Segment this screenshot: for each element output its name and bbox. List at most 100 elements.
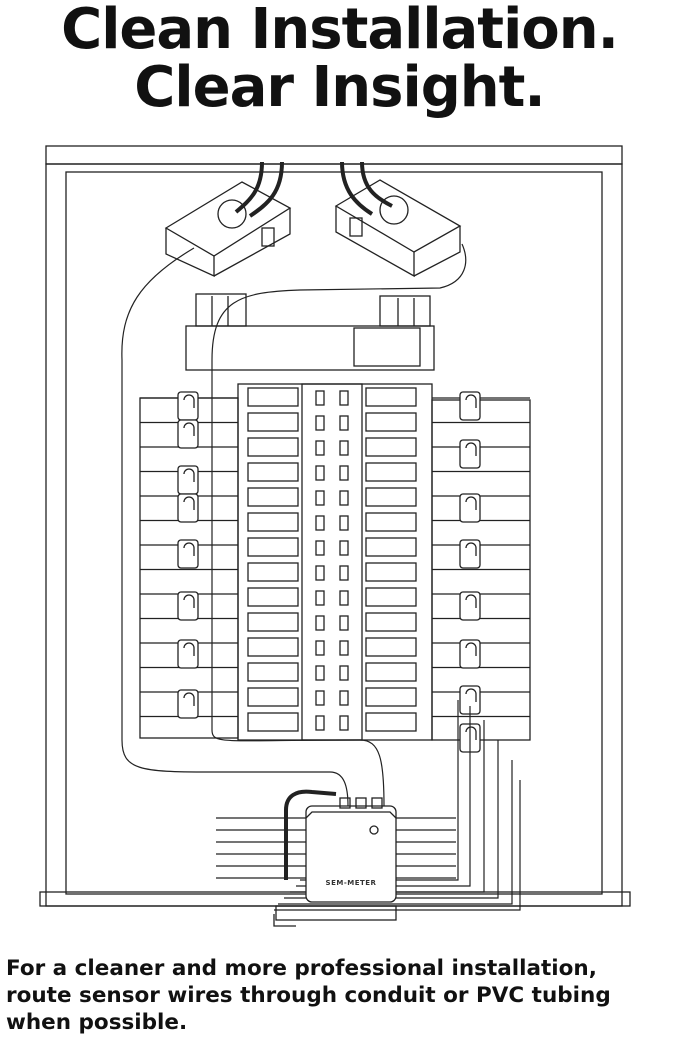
branch-ct-clamp <box>177 465 199 495</box>
breaker-right <box>365 412 417 432</box>
breaker-left <box>247 637 299 657</box>
clamp-jaw <box>465 442 477 456</box>
bus-slot <box>315 390 325 406</box>
bus-slot <box>339 390 349 406</box>
breaker-left <box>247 712 299 732</box>
branch-ct-sensors <box>177 391 481 753</box>
breaker-right <box>365 687 417 707</box>
bus-slot <box>339 665 349 681</box>
clamp-jaw <box>465 642 477 656</box>
breaker-left <box>247 487 299 507</box>
branch-ct-clamp <box>177 639 199 669</box>
branch-ct-clamp <box>177 391 199 421</box>
branch-ct-clamp <box>459 439 481 469</box>
breaker-right <box>365 612 417 632</box>
bus-slot <box>315 690 325 706</box>
branch-ct-clamp <box>177 689 199 719</box>
electrical-panel-illustration: SEM-METER <box>39 145 631 927</box>
headline-line-2: Clear Insight. <box>134 55 545 120</box>
breaker-right <box>365 462 417 482</box>
bus-slot <box>315 490 325 506</box>
bus-slot <box>339 640 349 656</box>
main-ct-clamp-right <box>334 161 462 278</box>
bus-slot <box>339 415 349 431</box>
branch-ct-clamp <box>177 591 199 621</box>
clamp-jaw <box>465 688 477 702</box>
breaker-left <box>247 462 299 482</box>
breaker-right <box>365 562 417 582</box>
bus-slot <box>315 465 325 481</box>
bus-slot <box>339 440 349 456</box>
breaker-left <box>247 662 299 682</box>
breaker-right <box>365 387 417 407</box>
bus-slot <box>315 415 325 431</box>
bus-slot <box>339 540 349 556</box>
branch-ct-clamp <box>459 391 481 421</box>
bus-slot <box>315 515 325 531</box>
main-breaker <box>185 293 435 371</box>
caption-line-3: when possible. <box>6 1010 188 1035</box>
breaker-bus <box>237 383 433 741</box>
energy-meter-device: SEM-METER <box>305 797 397 903</box>
breaker-right <box>365 637 417 657</box>
clamp-jaw <box>465 542 477 556</box>
main-ct-clamp-left <box>164 161 292 278</box>
clamp-jaw <box>183 692 195 706</box>
bus-slot <box>339 465 349 481</box>
clamp-jaw <box>465 394 477 408</box>
bus-slot <box>339 615 349 631</box>
installation-caption: For a cleaner and more professional inst… <box>6 955 676 1036</box>
breaker-left <box>247 437 299 457</box>
branch-ct-clamp <box>459 493 481 523</box>
branch-ct-clamp <box>459 591 481 621</box>
branch-ct-clamp <box>177 539 199 569</box>
lower-knockout-grid <box>216 817 456 879</box>
caption-line-2: route sensor wires through conduit or PV… <box>6 983 611 1008</box>
bus-slot <box>339 690 349 706</box>
headline-line-1: Clean Installation. <box>61 0 619 62</box>
bus-slot <box>315 665 325 681</box>
breaker-left <box>247 537 299 557</box>
breaker-left <box>247 687 299 707</box>
bus-slot <box>315 615 325 631</box>
breaker-left <box>247 587 299 607</box>
clamp-jaw <box>465 496 477 510</box>
branch-ct-clamp <box>459 639 481 669</box>
breaker-right <box>365 587 417 607</box>
breaker-right <box>365 512 417 532</box>
breaker-right <box>365 537 417 557</box>
clamp-jaw <box>183 542 195 556</box>
bus-slot <box>315 440 325 456</box>
bus-slot <box>315 590 325 606</box>
bus-slot <box>315 640 325 656</box>
bus-slot <box>339 565 349 581</box>
clamp-jaw <box>183 642 195 656</box>
clamp-jaw <box>183 422 195 436</box>
bus-slot <box>315 715 325 731</box>
branch-ct-clamp <box>459 539 481 569</box>
breaker-left <box>247 562 299 582</box>
bus-slot <box>339 715 349 731</box>
bus-slot <box>339 590 349 606</box>
caption-line-1: For a cleaner and more professional inst… <box>6 956 597 981</box>
clamp-jaw <box>183 594 195 608</box>
breaker-left <box>247 387 299 407</box>
bus-slot <box>315 565 325 581</box>
bus-slot <box>339 515 349 531</box>
breaker-left <box>247 512 299 532</box>
clamp-jaw <box>465 726 477 740</box>
conduit-tubing <box>273 789 397 927</box>
breaker-left <box>247 612 299 632</box>
breaker-right <box>365 662 417 682</box>
branch-ct-clamp <box>177 493 199 523</box>
breaker-right <box>365 712 417 732</box>
breaker-right <box>365 487 417 507</box>
bus-slot <box>339 490 349 506</box>
clamp-jaw <box>465 594 477 608</box>
device-label: SEM-METER <box>326 879 377 887</box>
breaker-left <box>247 412 299 432</box>
breaker-right <box>365 437 417 457</box>
clamp-jaw <box>183 496 195 510</box>
clamp-jaw <box>183 394 195 408</box>
clamp-jaw <box>183 468 195 482</box>
